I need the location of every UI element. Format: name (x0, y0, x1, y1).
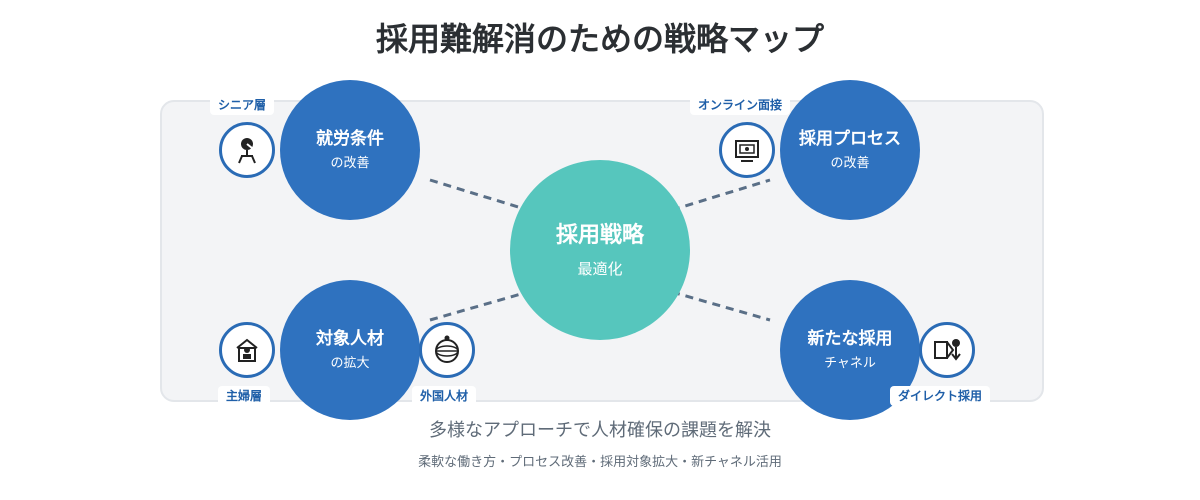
node-recruitment-process: 採用プロセス の改善 (780, 80, 920, 220)
footer-summary: 多様なアプローチで人材確保の課題を解決 (429, 420, 771, 441)
connector-top-left (429, 178, 529, 212)
monitor-icon (719, 122, 775, 178)
node-main-text: 就労条件 (316, 129, 384, 149)
senior-person-icon (219, 122, 275, 178)
label-online-interview: オンライン面接 (690, 95, 791, 115)
direct-recruit-icon (919, 322, 975, 378)
node-main-text: 採用プロセス (799, 129, 901, 149)
footer-detail: 柔軟な働き方・プロセス改善・採用対象拡大・新チャネル活用 (418, 455, 782, 470)
home-person-icon (219, 322, 275, 378)
node-sub-text: の改善 (330, 156, 370, 171)
page-title: 採用難解消のための戦略マップ (375, 20, 824, 58)
globe-icon (419, 322, 475, 378)
node-main-text: 対象人材 (316, 329, 384, 349)
connector-bottom-right (671, 290, 771, 322)
node-sub-text: チャネル (824, 356, 876, 371)
center-sub-text: 最適化 (577, 259, 623, 278)
center-node: 採用戦略 最適化 (510, 160, 690, 340)
label-senior: シニア層 (210, 95, 275, 115)
node-target-talent: 対象人材 の拡大 (280, 280, 420, 420)
connector-bottom-left (429, 290, 529, 322)
node-main-text: 新たな採用 (807, 329, 893, 349)
label-foreign: 外国人材 (412, 386, 477, 406)
label-direct: ダイレクト採用 (890, 386, 991, 406)
node-sub-text: の改善 (830, 156, 870, 171)
node-sub-text: の拡大 (330, 356, 370, 371)
center-main-text: 採用戦略 (555, 222, 644, 248)
connector-top-right (671, 178, 771, 212)
label-housewife: 主婦層 (218, 386, 271, 406)
node-working-conditions: 就労条件 の改善 (280, 80, 420, 220)
